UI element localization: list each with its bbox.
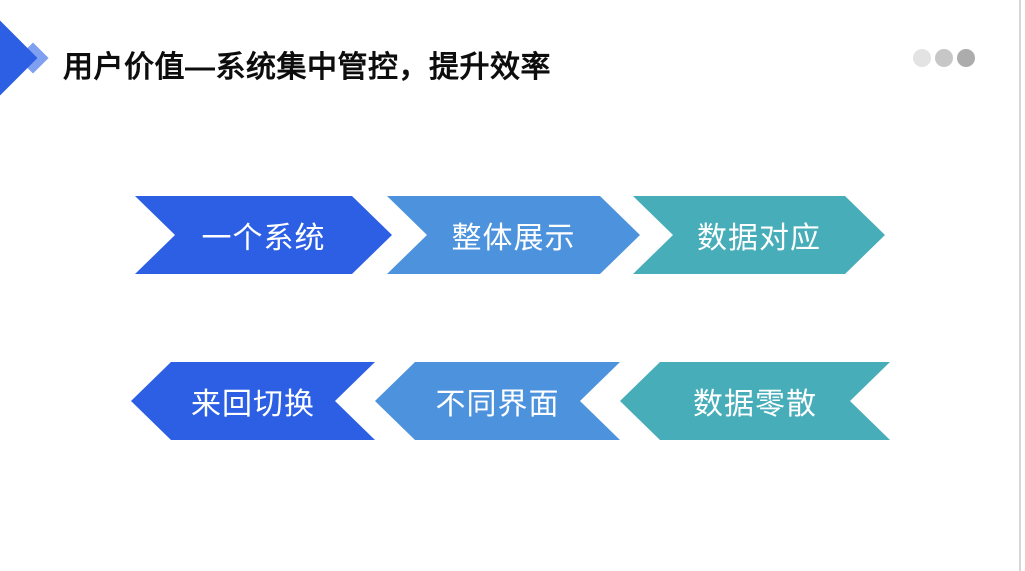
chevron-data-correspondence: 数据对应 — [633, 196, 885, 274]
slide-title: 用户价值—系统集中管控，提升效率 — [63, 51, 551, 84]
chevron-label: 不同界面 — [435, 388, 560, 421]
chevron-scattered-data: 数据零散 — [620, 362, 890, 440]
chevron-label: 整体展示 — [451, 222, 576, 255]
chevron-one-system: 一个系统 — [135, 196, 392, 274]
big-diamond-decoration — [0, 0, 38, 125]
dots-decoration — [913, 49, 975, 67]
dot-2 — [935, 49, 953, 67]
chevron-label: 来回切换 — [191, 388, 315, 421]
dot-3 — [957, 49, 975, 67]
chevron-label: 数据对应 — [697, 222, 821, 255]
chevron-overall-display: 整体展示 — [387, 196, 640, 274]
slide-edge-line — [1019, 0, 1021, 571]
dot-1 — [913, 49, 931, 67]
chevron-different-interfaces: 不同界面 — [375, 362, 620, 440]
chevron-switch-back-forth: 来回切换 — [131, 362, 375, 440]
chevron-label: 一个系统 — [201, 222, 326, 255]
chevron-label: 数据零散 — [693, 388, 817, 421]
